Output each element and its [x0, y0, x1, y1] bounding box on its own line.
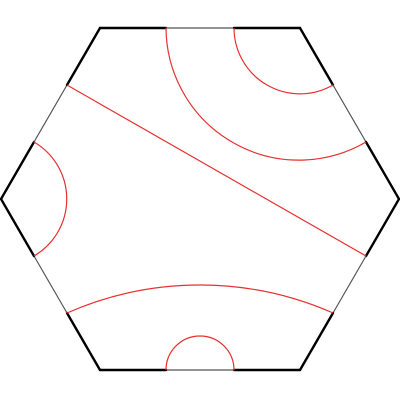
edge-upper-left-heavy	[0, 140, 36, 201]
edge-upper-right-heavy-b	[364, 140, 400, 201]
edge-lower-right-heavy-b	[298, 311, 335, 372]
edge-upper-right-light	[332, 84, 367, 143]
edge-upper-right-heavy-a	[298, 26, 335, 87]
edge-lower-right-heavy	[364, 197, 400, 258]
edge-lower-right-light	[332, 255, 367, 314]
bottom-large-arc	[66, 284, 334, 314]
top-right-small-arc	[233, 27, 334, 95]
edge-upper-left-light	[33, 84, 68, 143]
bottom-small-arc	[165, 335, 235, 371]
edge-upper-left-heavy-b	[65, 26, 102, 87]
edge-lower-left-light	[33, 255, 68, 314]
top-right-large-arc	[165, 27, 367, 161]
left-arc	[33, 141, 68, 257]
edge-lower-left-heavy-b	[0, 197, 36, 258]
diagonal-line	[66, 84, 367, 257]
tile-curves	[33, 27, 367, 371]
hexagon-outline	[0, 26, 400, 372]
edge-lower-left-heavy	[65, 311, 102, 372]
